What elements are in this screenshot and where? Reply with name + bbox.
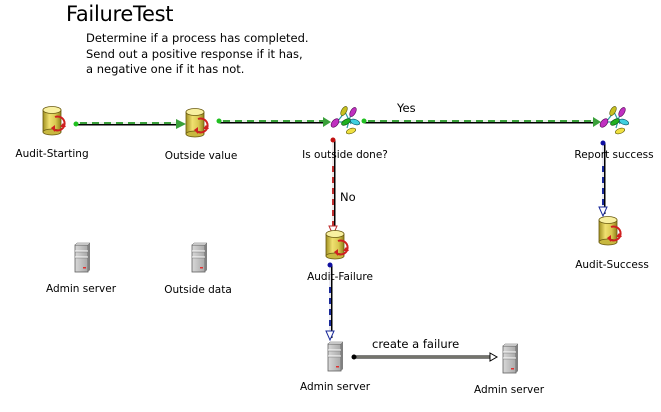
node-admin-server-2[interactable] [327, 341, 344, 372]
edge-arrowhead [489, 352, 499, 362]
edge-arrowhead [325, 330, 335, 342]
edge-start-dot [361, 118, 367, 124]
node-audit-starting[interactable] [42, 105, 67, 136]
description-line: Send out a positive response if it has, [86, 46, 303, 61]
database-process-icon [185, 107, 210, 138]
node-audit-failure[interactable] [325, 229, 350, 260]
edge-start-dot [600, 140, 606, 146]
node-label: Outside value [164, 150, 238, 162]
server-icon [327, 341, 344, 372]
node-admin-server-1[interactable] [74, 242, 91, 273]
edge-start-dot [330, 137, 336, 143]
diagram-description: Determine if a process has completed. Se… [86, 31, 309, 78]
node-is-outside-done[interactable] [328, 104, 362, 136]
node-label: Admin server [45, 283, 117, 295]
server-icon [191, 242, 208, 273]
node-label: Report success [574, 149, 654, 161]
node-label: Audit-Starting [15, 148, 89, 160]
edge-arrowhead [593, 117, 601, 127]
description-line: Determine if a process has completed. [86, 31, 309, 45]
edge-start-dot [73, 121, 79, 127]
edge-audit-starting-to-outside-value[interactable] [73, 119, 187, 129]
edge-start-dot [351, 354, 357, 360]
database-process-icon [42, 105, 67, 136]
decision-icon [597, 104, 631, 136]
diagram-title: FailureTest [66, 2, 174, 26]
node-audit-success[interactable] [598, 215, 623, 246]
edge-arrowhead [176, 119, 186, 129]
decision-icon [328, 104, 362, 136]
node-label: Admin server [473, 384, 545, 396]
edge-arrowhead [598, 206, 608, 218]
edge-arrowhead [323, 117, 331, 127]
node-report-success[interactable] [597, 104, 631, 136]
edge-outside-value-to-decision[interactable] [216, 117, 332, 127]
edge-start-dot [216, 118, 222, 124]
database-process-icon [598, 215, 623, 246]
node-outside-data[interactable] [191, 242, 208, 273]
node-label: Audit-Success [575, 259, 649, 271]
node-label: Is outside done? [302, 149, 388, 161]
description-line: a negative one if it has not. [86, 62, 245, 76]
node-label: Audit-Failure [307, 271, 373, 283]
edge-report-to-audit-success[interactable] [598, 140, 608, 218]
node-admin-server-3[interactable] [502, 343, 519, 374]
edge-label-no: No [340, 190, 356, 204]
edge-yes[interactable] [361, 117, 602, 127]
edge-create-failure[interactable] [351, 352, 499, 362]
edge-label-yes: Yes [397, 101, 416, 115]
database-process-icon [325, 229, 350, 260]
node-label: Outside data [164, 284, 232, 296]
server-icon [502, 343, 519, 374]
edge-audit-failure-to-admin-server[interactable] [325, 262, 335, 342]
server-icon [74, 242, 91, 273]
node-label: Admin server [299, 381, 371, 393]
edge-label-create-failure: create a failure [372, 337, 460, 351]
node-outside-value[interactable] [185, 107, 210, 138]
edge-start-dot [327, 262, 333, 268]
